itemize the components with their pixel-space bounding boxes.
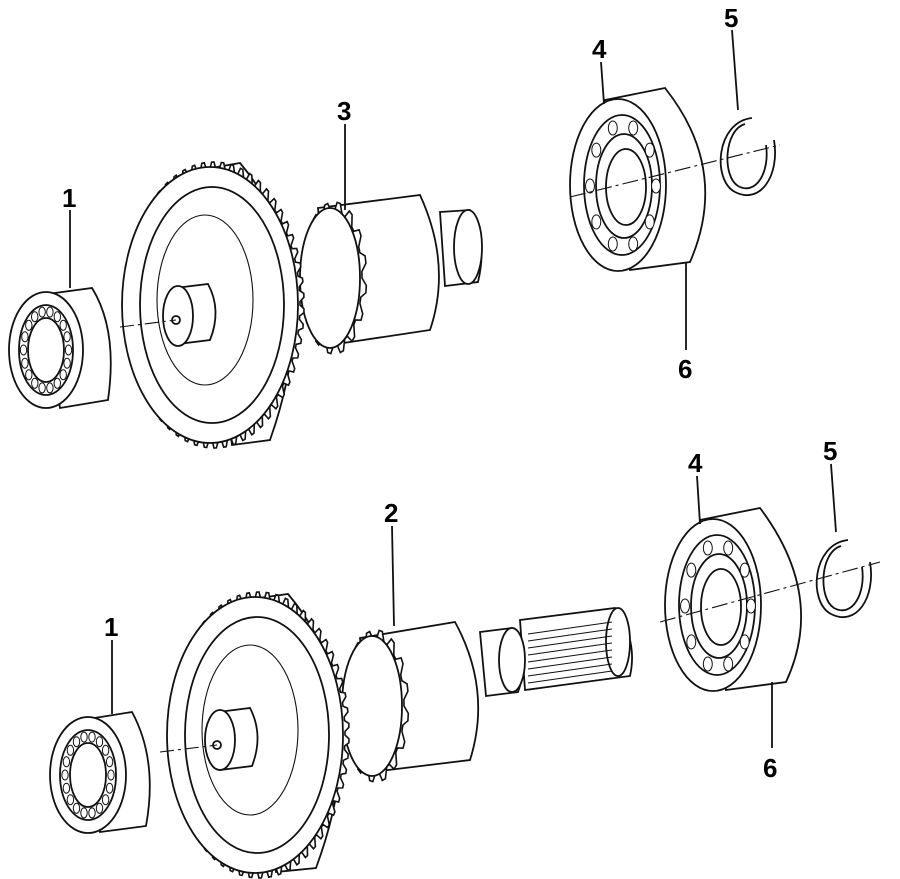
- bearing-roller: [62, 782, 71, 794]
- leader-lower-2: [391, 525, 395, 627]
- spline-groove: [527, 677, 613, 691]
- bearing-ball: [607, 236, 618, 252]
- lower-circlip: [815, 539, 872, 618]
- lower-roller-bearing: [49, 711, 151, 834]
- bearing-ball: [739, 562, 750, 578]
- bearing-roller: [95, 802, 104, 814]
- spline-groove: [527, 621, 613, 635]
- bearing-ball: [628, 236, 639, 252]
- bearing-roller: [25, 319, 33, 331]
- bearing-roller: [72, 736, 81, 748]
- spline-groove: [527, 649, 613, 663]
- bearing-roller: [38, 306, 46, 318]
- bearing-roller: [63, 357, 71, 369]
- leader-upper-4: [600, 61, 605, 105]
- bearing-ball: [723, 656, 734, 672]
- part-label-lower-5: 5: [823, 436, 837, 466]
- upper-gear-shaft: [119, 161, 483, 449]
- bearing-roller: [21, 331, 29, 343]
- bearing-roller: [105, 756, 114, 768]
- part-label-upper-5: 5: [724, 3, 738, 33]
- bearing-ball: [607, 120, 618, 136]
- spline-groove: [527, 642, 613, 656]
- bearing-ball: [702, 540, 713, 556]
- upper-circlip: [719, 117, 776, 196]
- bearing-ball: [746, 598, 756, 614]
- bearing-roller: [66, 744, 75, 756]
- bearing-roller: [101, 744, 110, 756]
- bearing-ball: [723, 540, 734, 556]
- bearing-ball: [591, 142, 602, 158]
- part-label-upper-3: 3: [337, 96, 351, 126]
- bearing-roller: [62, 756, 71, 768]
- bearing-ball: [739, 634, 750, 650]
- leader-upper-5: [731, 29, 739, 111]
- bearing-roller: [59, 369, 67, 381]
- bearing-ball: [644, 214, 655, 230]
- bearing-roller: [21, 357, 29, 369]
- bearing-roller: [31, 311, 39, 323]
- bearing-roller: [80, 731, 88, 743]
- lower-splined-gear-shaft: [159, 591, 633, 879]
- bearing-roller: [88, 731, 96, 743]
- lower-assembly: [49, 463, 881, 879]
- part-label-lower-6: 6: [763, 753, 777, 783]
- bearing-roller: [80, 807, 88, 819]
- bearing-ball: [644, 142, 655, 158]
- bearing-ball: [702, 656, 713, 672]
- bearing-roller: [31, 377, 39, 389]
- bearing-ball: [651, 178, 661, 194]
- upper-ball-bearing: [569, 87, 781, 272]
- bearing-roller: [105, 782, 114, 794]
- part-label-lower-1: 1: [104, 612, 118, 642]
- bearing-roller: [53, 311, 61, 323]
- leader-lower-4: [696, 475, 701, 525]
- spline-groove: [527, 670, 613, 684]
- bearing-roller: [63, 331, 71, 343]
- bearing-ball: [686, 562, 697, 578]
- spline-groove: [527, 635, 613, 649]
- bearing-roller: [101, 794, 110, 806]
- bearing-roller: [64, 344, 73, 356]
- bearing-roller: [72, 802, 81, 814]
- bearing-roller: [107, 769, 115, 781]
- bearing-ball: [628, 120, 639, 136]
- bearing-roller: [25, 369, 33, 381]
- upper-roller-bearing: [8, 287, 112, 410]
- spline-groove: [527, 628, 613, 642]
- lower-ball-bearing: [659, 507, 881, 692]
- bearing-roller: [46, 382, 54, 394]
- bearing-roller: [53, 377, 61, 389]
- part-label-upper-6: 6: [678, 354, 692, 384]
- bearing-roller: [88, 807, 96, 819]
- bearing-ball: [680, 598, 690, 614]
- part-label-lower-2: 2: [384, 498, 398, 528]
- bearing-roller: [46, 306, 54, 318]
- bearing-roller: [19, 344, 28, 356]
- spline-groove: [527, 663, 613, 677]
- spline-groove: [527, 656, 613, 670]
- bearing-roller: [38, 382, 46, 394]
- bearing-ball: [591, 214, 602, 230]
- bearing-roller: [95, 736, 104, 748]
- part-label-upper-1: 1: [62, 183, 76, 213]
- bearing-ball: [686, 634, 697, 650]
- bearing-roller: [66, 794, 75, 806]
- upper-assembly: [8, 29, 781, 449]
- part-label-lower-4: 4: [688, 448, 703, 478]
- leader-lower-5: [830, 463, 837, 533]
- bearing-ball: [585, 178, 595, 194]
- part-label-upper-4: 4: [592, 34, 607, 64]
- bearing-roller: [61, 769, 69, 781]
- bearing-roller: [59, 319, 67, 331]
